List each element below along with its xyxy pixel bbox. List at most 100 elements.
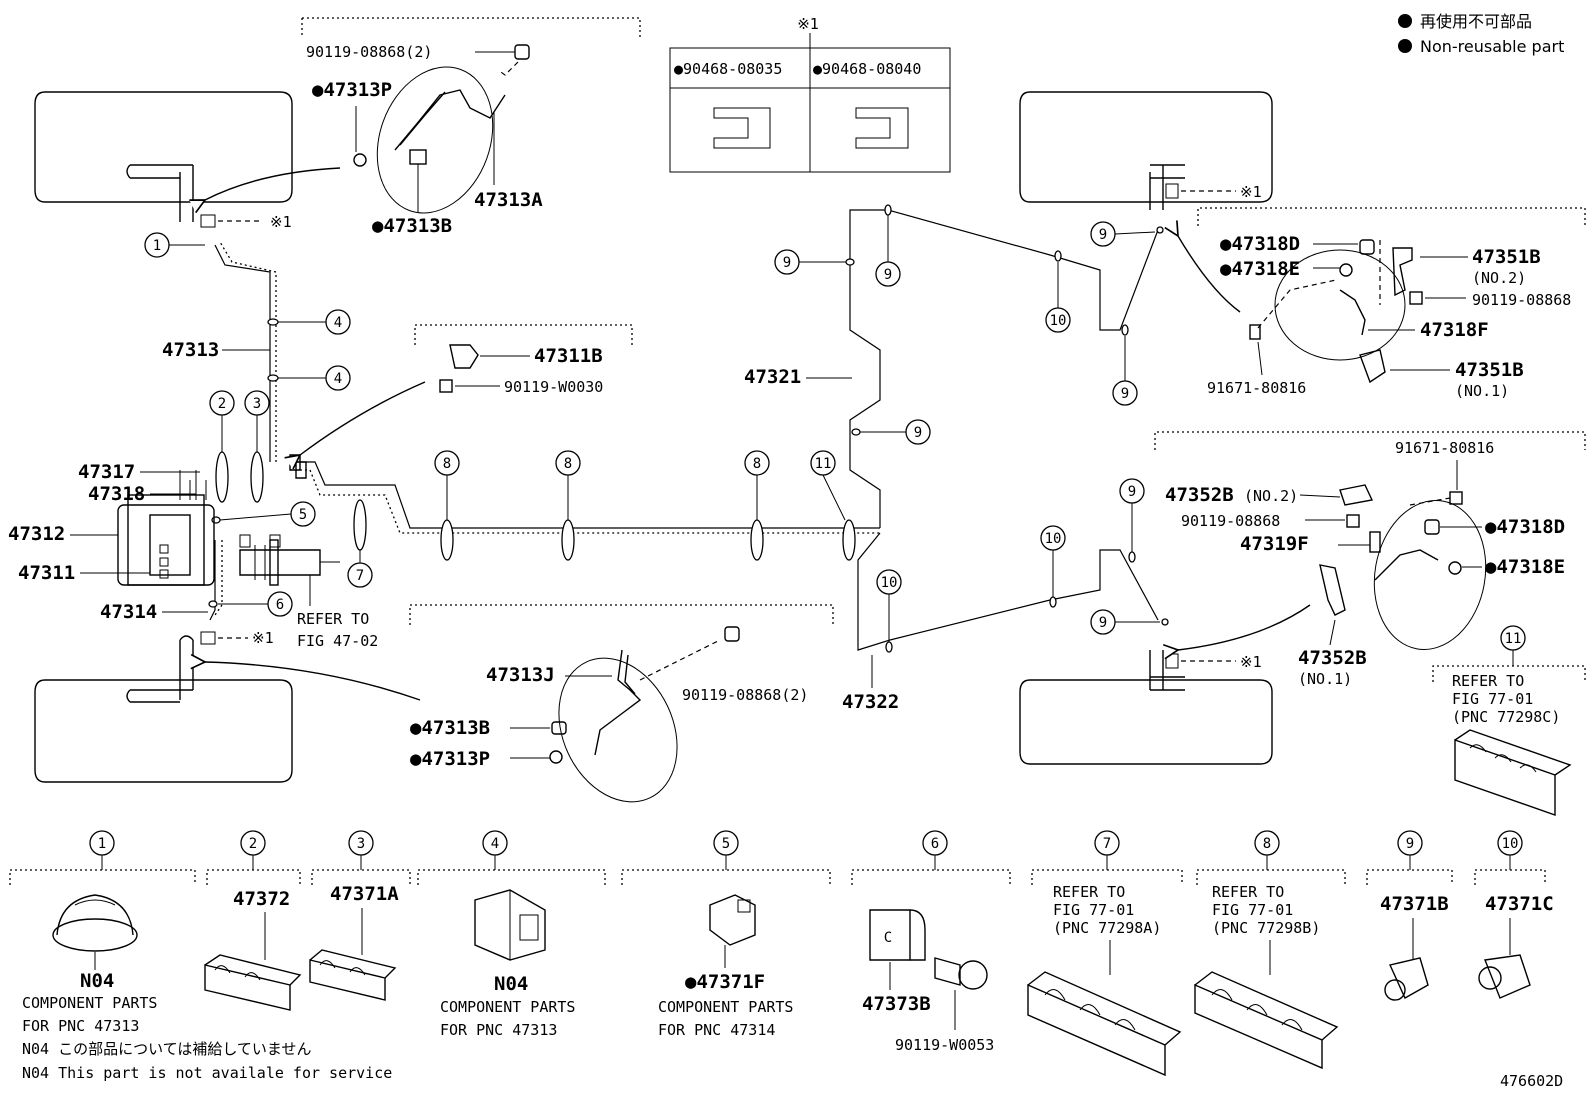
c1-line3: N04 この部品については補給していません (22, 1040, 311, 1058)
component-8: 8 REFER TO FIG 77-01 (PNC 77298B) (1194, 830, 1346, 1070)
label-47318E-top: ●47318E (1220, 258, 1300, 280)
label-47318D-top: ●47318D (1220, 233, 1300, 255)
svg-text:9: 9 (914, 425, 922, 441)
label-47313B-top: ●47313B (372, 215, 452, 237)
wheel-front-left: ※1 (34, 91, 293, 231)
clip-table-mark: ※1 (797, 15, 819, 33)
gasket-icon (1448, 561, 1462, 575)
svg-text:8: 8 (564, 456, 572, 472)
c8-line3: (PNC 77298B) (1212, 919, 1320, 937)
detail-47311B: 47311B 90119-W0030 (284, 324, 633, 470)
clamp-icon (309, 959, 386, 1001)
bleeder-icon (1424, 519, 1440, 535)
label-47313P-top: ●47313P (312, 79, 392, 101)
callout-4: 4 (278, 365, 351, 391)
c7-line2: FIG 77-01 (1053, 901, 1134, 919)
clamp-icon (204, 964, 291, 1011)
svg-text:9: 9 (1099, 227, 1107, 243)
c9-pn: 47371B (1380, 893, 1449, 915)
component-2: 2 47372 (204, 830, 302, 1011)
svg-text:8: 8 (753, 456, 761, 472)
bolt-icon (1249, 324, 1261, 340)
clip-icon (1389, 957, 1429, 999)
callout-9: 9 (1090, 609, 1160, 635)
svg-text:11: 11 (815, 456, 832, 472)
c4-code: N04 (494, 973, 528, 995)
svg-text:C: C (884, 930, 892, 946)
label-47352B-no1: 47352B (1298, 647, 1367, 669)
label-47319F: 47319F (1240, 533, 1309, 555)
label-47313A: 47313A (474, 189, 543, 211)
svg-text:7: 7 (1103, 836, 1111, 852)
component-9: 9 47371B (1366, 830, 1453, 1001)
c3-pn: 47371A (330, 883, 399, 905)
legend-jp: 再使用不可部品 (1420, 12, 1532, 31)
clamp-icon (1454, 739, 1556, 816)
label-47318: 47318 (88, 483, 145, 505)
label-90119-W0030: 90119-W0030 (504, 378, 603, 396)
label-refer-77298C-line2: FIG 77-01 (1452, 690, 1533, 708)
callout-11: 11 (810, 450, 846, 521)
callout-7: 7 (347, 550, 373, 588)
wheel-rear-right: ※1 (1019, 650, 1273, 765)
gasket-icon (549, 750, 563, 764)
svg-text:9: 9 (783, 255, 791, 271)
flexible-hose-icon (594, 649, 642, 756)
callout-8: 8 (555, 450, 581, 520)
label-47312: 47312 (8, 523, 65, 545)
label-47311: 47311 (18, 562, 75, 584)
left-labels: 47313 47317 47318 47312 47311 47314 REFE… (8, 339, 378, 650)
actuator-assembly (117, 454, 340, 586)
c2-pn: 47372 (233, 888, 290, 910)
bolt-icon (439, 379, 453, 393)
component-7: 7 REFER TO FIG 77-01 (PNC 77298A) (1027, 830, 1183, 1077)
svg-text:8: 8 (443, 456, 451, 472)
c5-line2: FOR PNC 47314 (658, 1021, 775, 1039)
pipe-end-icon (1369, 531, 1381, 553)
callout-9: 9 (1090, 221, 1156, 247)
svg-text:4: 4 (334, 315, 342, 331)
svg-text:1: 1 (98, 836, 106, 852)
svg-text:2: 2 (249, 836, 257, 852)
label-47318D-mid: ●47318D (1485, 516, 1565, 538)
label-90119-08868-2-bot: 90119-08868(2) (682, 686, 808, 704)
svg-text:9: 9 (1099, 615, 1107, 631)
note-mark-fr: ※1 (1240, 183, 1262, 201)
svg-text:5: 5 (722, 836, 730, 852)
bolt-icon (1346, 514, 1360, 528)
label-47352B-no2: 47352B (1165, 484, 1234, 506)
label-refer-77298C-line1: REFER TO (1452, 672, 1524, 690)
label-47314: 47314 (100, 601, 157, 623)
svg-text:6: 6 (276, 597, 284, 613)
svg-text:3: 3 (357, 836, 365, 852)
note-mark-fl: ※1 (270, 213, 292, 231)
svg-text:9: 9 (1121, 386, 1129, 402)
label-90119-08868-tr: 90119-08868 (1472, 291, 1571, 309)
c6-pn2: 90119-W0053 (895, 1036, 994, 1054)
label-47351B-no1: 47351B (1455, 359, 1524, 381)
label-47313: 47313 (162, 339, 219, 361)
clamp-icon (1194, 983, 1323, 1070)
svg-text:10: 10 (881, 575, 898, 591)
clip-icon (709, 894, 756, 946)
label-no1-top: (NO.1) (1455, 382, 1509, 400)
callout-2: 2 (209, 390, 235, 452)
label-90119-08868-2-top: 90119-08868(2) (306, 43, 432, 61)
label-47318E-mid: ●47318E (1485, 556, 1565, 578)
center-labels: 47321 47322 (744, 366, 899, 713)
bullet-icon (1398, 39, 1412, 53)
label-refer-77298C-line3: (PNC 77298C) (1452, 708, 1560, 726)
note-mark-rr: ※1 (1240, 653, 1262, 671)
svg-text:9: 9 (1406, 836, 1414, 852)
pipe-end-icon (1339, 289, 1366, 336)
svg-text:8: 8 (1263, 836, 1271, 852)
svg-text:6: 6 (931, 836, 939, 852)
c7-line1: REFER TO (1053, 883, 1125, 901)
component-6: 6 C 47373B 90119-W0053 (851, 830, 1011, 1054)
callout-9: 9 (1112, 336, 1138, 406)
clip-right-pn: ●90468-08040 (813, 60, 921, 78)
detail-front-right: ●47318D ●47318E 47351B (NO.2) 90119-0886… (1164, 207, 1586, 400)
c5-pn: ●47371F (685, 971, 765, 993)
arrow-icon (284, 381, 426, 470)
label-47313J: 47313J (486, 664, 555, 686)
